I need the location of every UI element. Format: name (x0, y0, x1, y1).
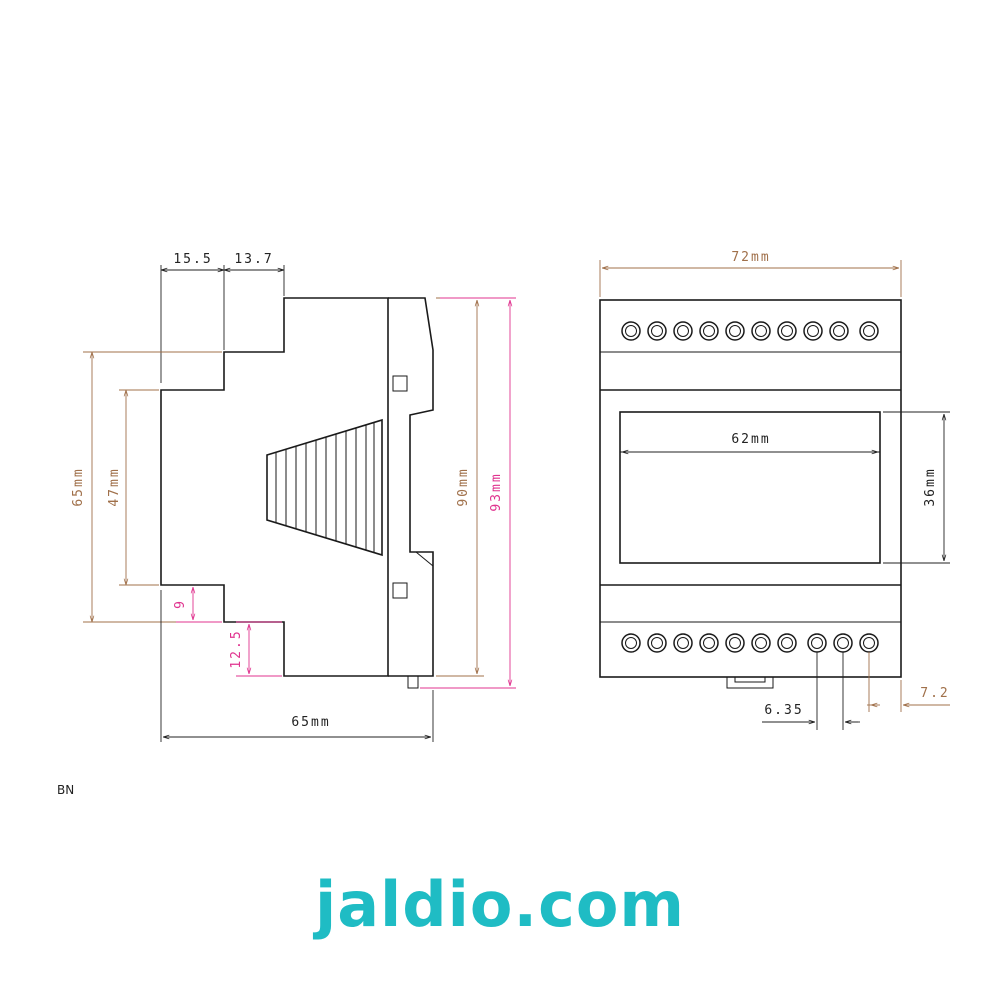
brand-wordmark[interactable]: jaldio.com (314, 868, 686, 941)
dim-terminal-pitch-label: 6.35 (764, 703, 803, 718)
vent-slots (275, 422, 375, 553)
dim-window-height-label: 36mm (923, 467, 938, 506)
dim-side-width: 65mm (160, 590, 434, 742)
dim-height-inner: 47mm (107, 389, 159, 586)
dim-top: 15.5 13.7 (160, 252, 285, 383)
dim-front-width: 72mm (599, 250, 902, 297)
display-window (619, 411, 881, 564)
dim-top-right: 13.7 (234, 252, 273, 267)
dim-rail-offset: 9 (173, 587, 222, 623)
dim-window-height: 36mm (883, 411, 950, 564)
dim-top-left: 15.5 (173, 252, 212, 267)
dim-edge-offset: 7.2 (867, 652, 950, 712)
dim-side-width-label: 65mm (291, 715, 330, 730)
terminals-top (621, 321, 879, 341)
dim-rail-offset-label: 9 (173, 599, 188, 609)
dim-height-outer-label: 65mm (71, 467, 86, 506)
dim-terminal-pitch: 6.35 (762, 652, 860, 730)
dim-edge-offset-label: 7.2 (920, 686, 949, 701)
caption-code: BN (57, 783, 75, 797)
dim-total-height-label: 93mm (489, 472, 504, 511)
latch-top (392, 375, 408, 392)
dim-total-height: 93mm (420, 297, 516, 689)
side-front-panel (388, 297, 434, 677)
side-outline (160, 297, 389, 677)
dim-rail-depth-label: 12.5 (229, 629, 244, 668)
bottom-clip (407, 675, 419, 689)
vent-trapezoid (266, 418, 383, 557)
dim-height-outer: 65mm (71, 351, 222, 623)
front-view: 72mm 62mm 36mm 6.35 (599, 250, 950, 730)
dim-window-width: 62mm (622, 432, 878, 452)
dim-height-inner-label: 47mm (107, 467, 122, 506)
dim-rail-depth: 12.5 (229, 621, 282, 677)
terminals-bottom (621, 633, 879, 653)
front-outline (599, 299, 902, 678)
dim-body-height-label: 90mm (456, 467, 471, 506)
dim-front-width-label: 72mm (731, 250, 770, 265)
front-center-block (600, 389, 901, 586)
din-clip (726, 677, 774, 689)
dim-window-width-label: 62mm (731, 432, 770, 447)
latch-bottom (392, 582, 408, 599)
dim-body-height: 90mm (436, 297, 484, 677)
side-view: 15.5 13.7 65mm 47mm 9 12.5 (71, 252, 516, 742)
